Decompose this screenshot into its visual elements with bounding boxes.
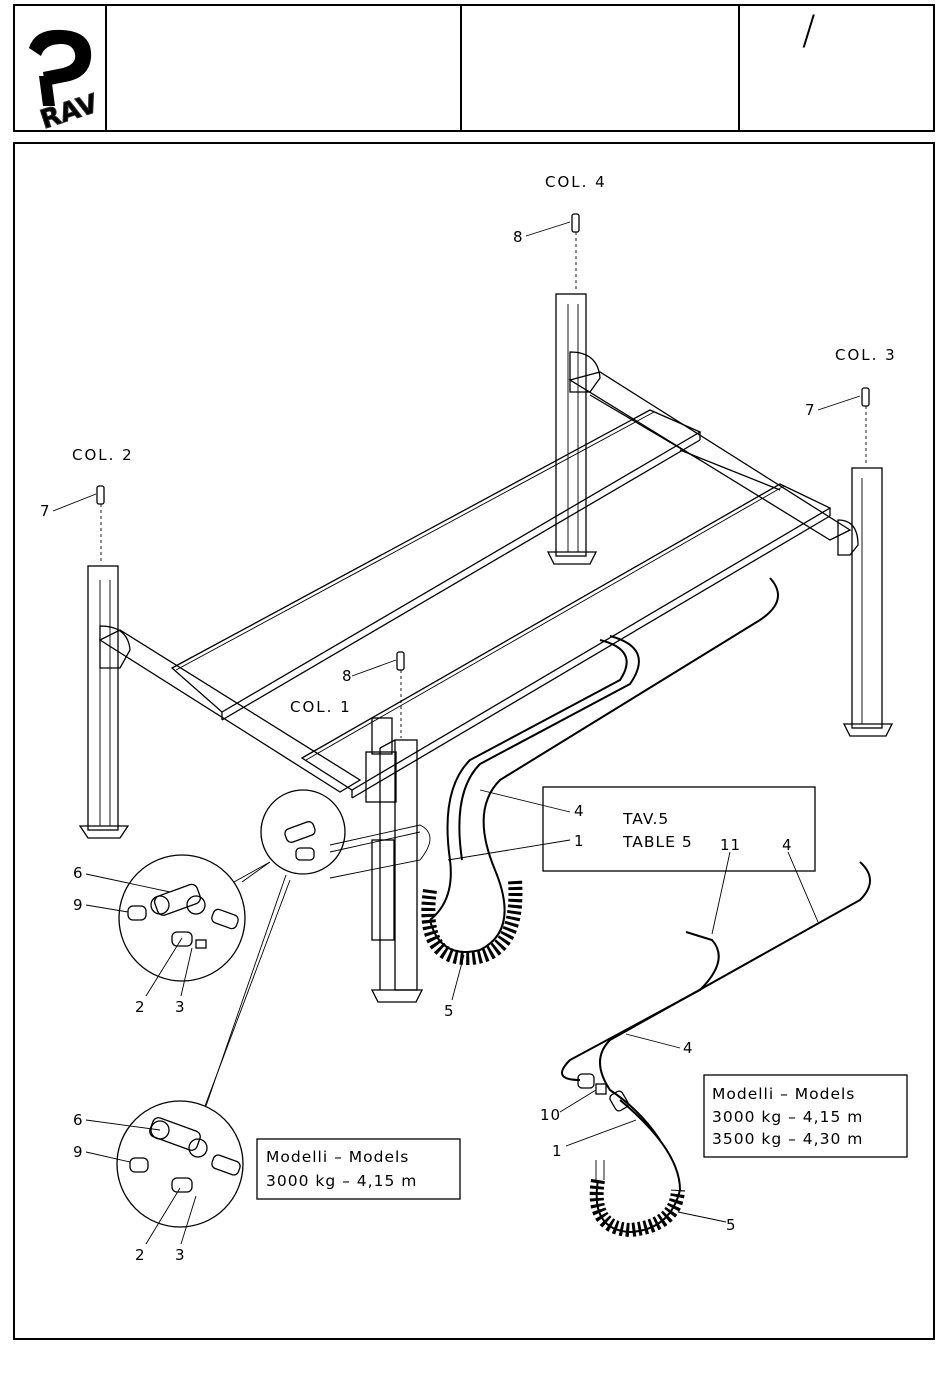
callout-2-lower: 2 bbox=[135, 1246, 146, 1264]
hoses-main bbox=[330, 578, 778, 952]
label-col4: COL. 4 bbox=[545, 173, 607, 191]
table-ref-line2: TABLE 5 bbox=[622, 833, 693, 851]
detail-circle-upper bbox=[119, 790, 345, 981]
pin-col3 bbox=[862, 388, 869, 466]
models-left-row1: 3000 kg – 4,15 m bbox=[266, 1172, 417, 1190]
callout-7-col2: 7 bbox=[40, 502, 51, 520]
callout-3-lower: 3 bbox=[175, 1246, 186, 1264]
models-right-title: Modelli – Models bbox=[712, 1085, 855, 1103]
callout-1-main: 1 bbox=[574, 832, 585, 850]
callout-4-main: 4 bbox=[574, 802, 585, 820]
detail-circle-lower bbox=[117, 880, 290, 1227]
pin-col2 bbox=[97, 486, 104, 564]
column-4 bbox=[548, 294, 600, 564]
callout-11: 11 bbox=[720, 836, 741, 854]
label-col1: COL. 1 bbox=[290, 698, 352, 716]
callout-6-upper: 6 bbox=[73, 864, 84, 882]
callout-5-lower: 5 bbox=[726, 1216, 737, 1234]
callout-9-lower: 9 bbox=[73, 1143, 84, 1161]
pin-col4 bbox=[572, 214, 579, 292]
callout-5-main: 5 bbox=[444, 1002, 455, 1020]
callout-2-upper: 2 bbox=[135, 998, 146, 1016]
callout-10: 10 bbox=[540, 1106, 561, 1124]
callout-8-col1: 8 bbox=[342, 667, 353, 685]
label-col2: COL. 2 bbox=[72, 446, 134, 464]
callout-8-top: 8 bbox=[513, 228, 524, 246]
callout-7-col3: 7 bbox=[805, 401, 816, 419]
callout-4-right: 4 bbox=[782, 836, 793, 854]
pin-col1 bbox=[397, 652, 404, 738]
callout-4-lower: 4 bbox=[683, 1039, 694, 1057]
column-1 bbox=[366, 718, 422, 1002]
cross-beams bbox=[100, 372, 850, 792]
callout-1-lower: 1 bbox=[552, 1142, 563, 1160]
models-right-row1: 3000 kg – 4,15 m bbox=[712, 1108, 863, 1126]
callout-6-lower: 6 bbox=[73, 1111, 84, 1129]
column-2 bbox=[80, 566, 130, 838]
callout-9-upper: 9 bbox=[73, 896, 84, 914]
models-right-row2: 3500 kg – 4,30 m bbox=[712, 1130, 863, 1148]
label-col3: COL. 3 bbox=[835, 346, 897, 364]
table-ref-line1: TAV.5 bbox=[622, 810, 669, 828]
models-left-title: Modelli – Models bbox=[266, 1148, 409, 1166]
table-ref-box bbox=[543, 787, 815, 871]
left-runway bbox=[172, 410, 700, 720]
column-3 bbox=[838, 468, 892, 736]
right-runway bbox=[302, 484, 830, 798]
callout-3-upper: 3 bbox=[175, 998, 186, 1016]
